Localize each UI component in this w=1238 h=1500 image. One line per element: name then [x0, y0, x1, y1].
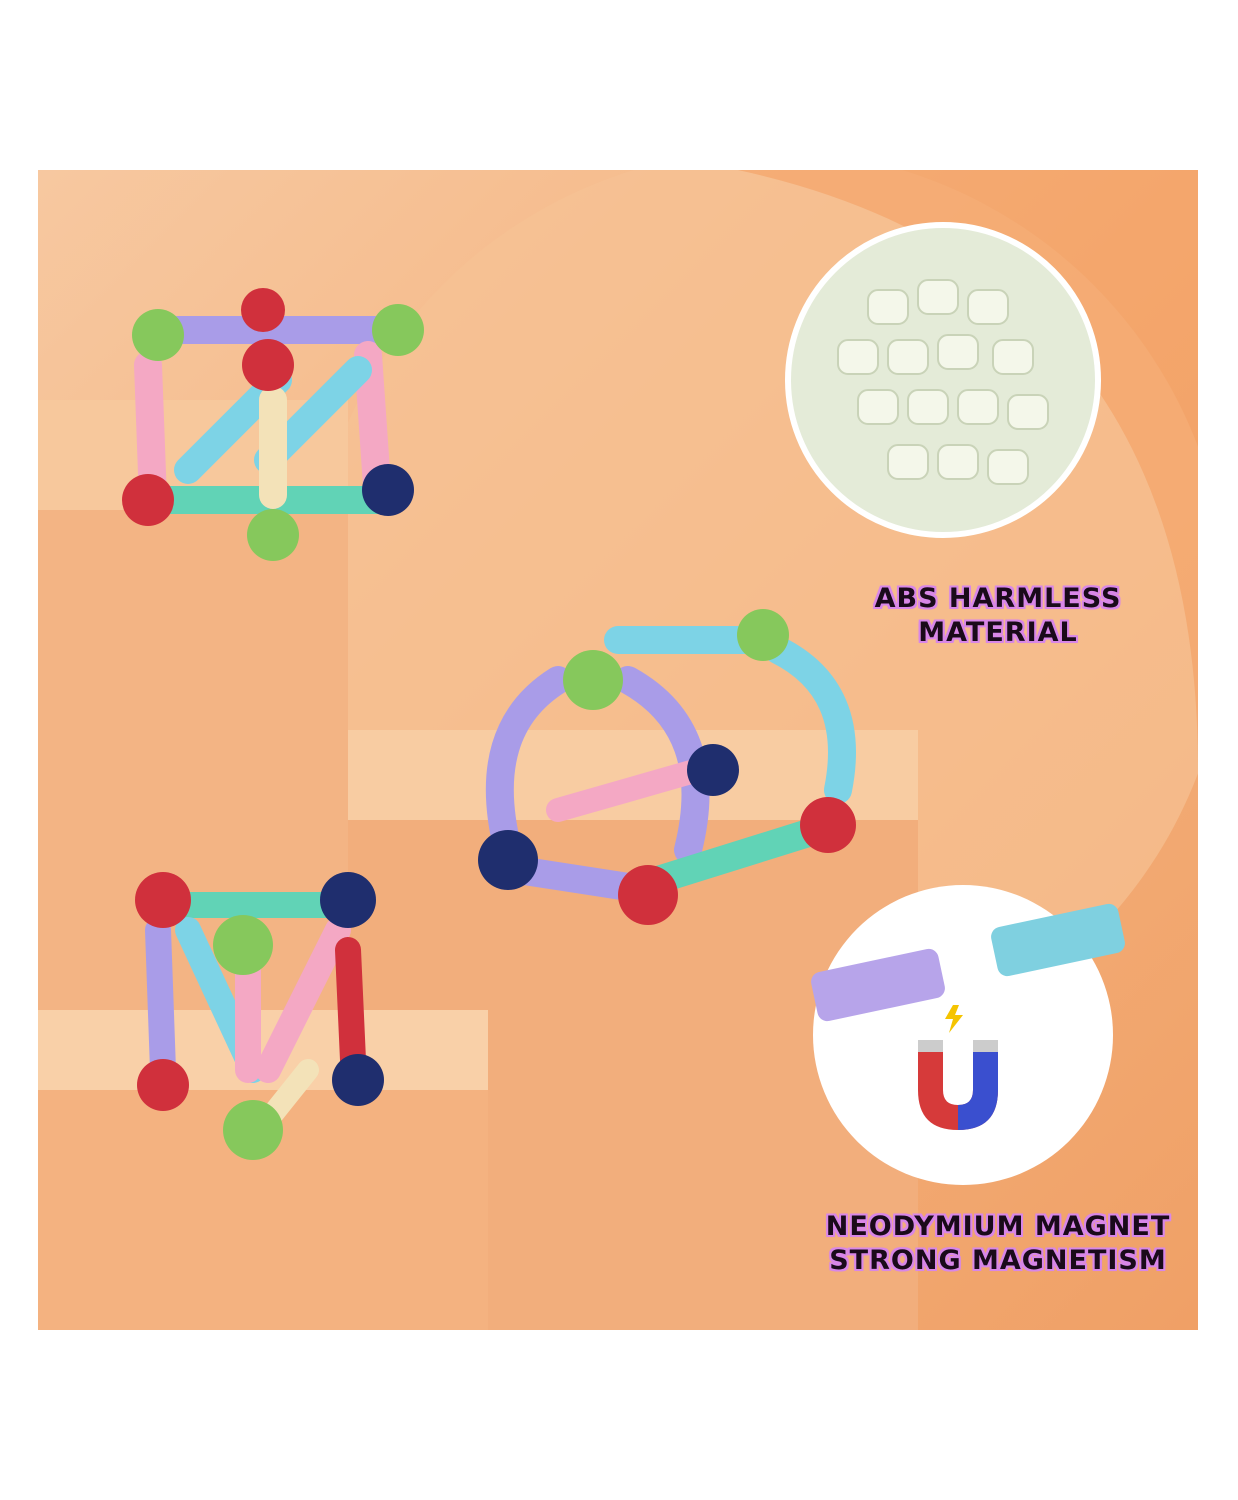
caption-line: ABS HARMLESS: [874, 583, 1122, 614]
abs-pellets-closeup: [785, 222, 1101, 538]
caption-abs-material: ABS HARMLESS MATERIAL: [838, 582, 1158, 650]
horseshoe-magnet-icon: [918, 1040, 998, 1130]
lightning-icon: [945, 1005, 963, 1033]
toy-pyramid-structure: [135, 872, 384, 1160]
toy-arch-structure: [478, 609, 856, 925]
caption-line: NEODYMIUM MAGNET: [825, 1211, 1171, 1242]
product-image: ABS HARMLESS MATERIAL NEODYMIUM MAGNET S…: [38, 170, 1198, 1330]
caption-line: STRONG MAGNETISM: [829, 1245, 1167, 1276]
toy-cube-structure: [122, 288, 424, 561]
magnet-closeup: [811, 885, 1125, 1185]
scene-illustration: [38, 170, 1198, 1330]
caption-line: MATERIAL: [918, 617, 1078, 648]
caption-magnet: NEODYMIUM MAGNET STRONG MAGNETISM: [803, 1210, 1193, 1278]
